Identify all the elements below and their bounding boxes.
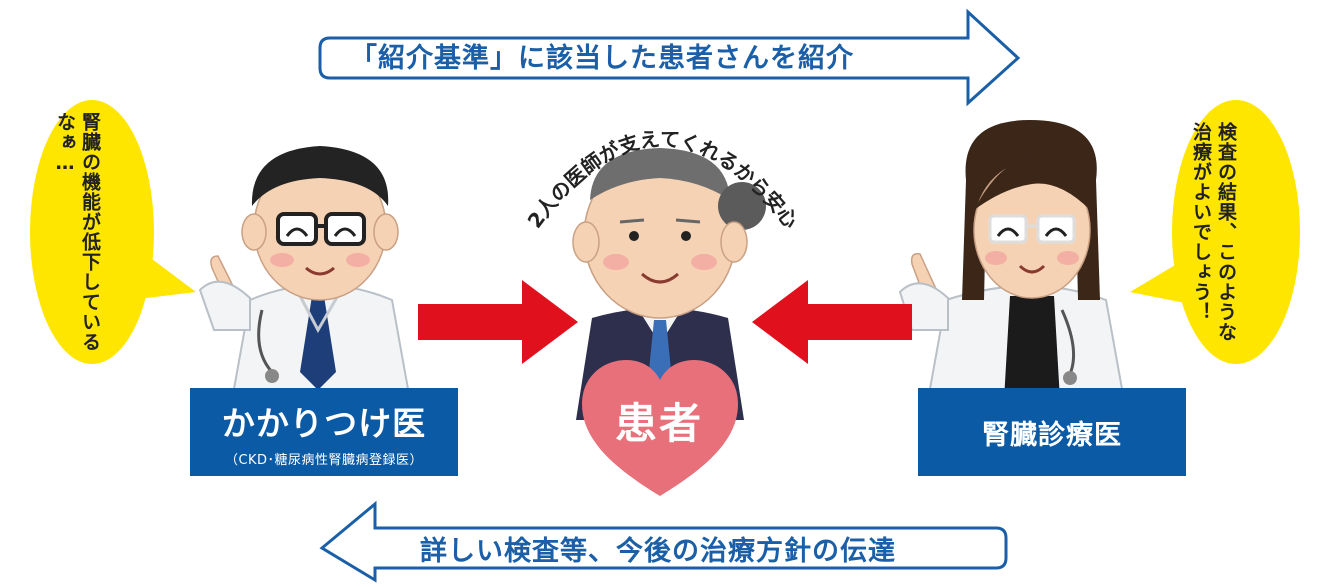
left-doctor-illustration — [198, 146, 412, 401]
left-bubble-text: 腎臓の機能が低下しているなぁ… — [54, 112, 101, 352]
patient-label: 患者 — [614, 399, 703, 448]
top-outline-arrow — [318, 8, 1021, 107]
nephrologist-label: 腎臓診療医 — [918, 388, 1186, 476]
right-doctor-illustration — [898, 120, 1126, 401]
nephrologist-title: 腎臓診療医 — [982, 419, 1122, 451]
right-bubble-text: 検査の結果、このような治療がよいでしょう！ — [1190, 122, 1237, 342]
right-speech-bubble — [1130, 100, 1300, 364]
bottom-outline-arrow — [319, 500, 1008, 583]
primary-care-doctor-title: かかりつけ医 — [221, 403, 427, 443]
left-red-arrow — [418, 280, 578, 364]
top-arrow-label: 「紹介基準」に該当した患者さんを紹介 — [350, 43, 854, 74]
primary-care-doctor-subtitle: （CKD･糖尿病性腎臓病登録医） — [224, 452, 424, 468]
bottom-arrow-label: 詳しい検査等、今後の治療方針の伝達 — [420, 536, 896, 567]
right-red-arrow — [752, 280, 912, 364]
primary-care-doctor-label: かかりつけ医 （CKD･糖尿病性腎臓病登録医） — [190, 388, 458, 476]
patient-heart — [582, 360, 738, 496]
left-speech-bubble — [30, 100, 196, 364]
